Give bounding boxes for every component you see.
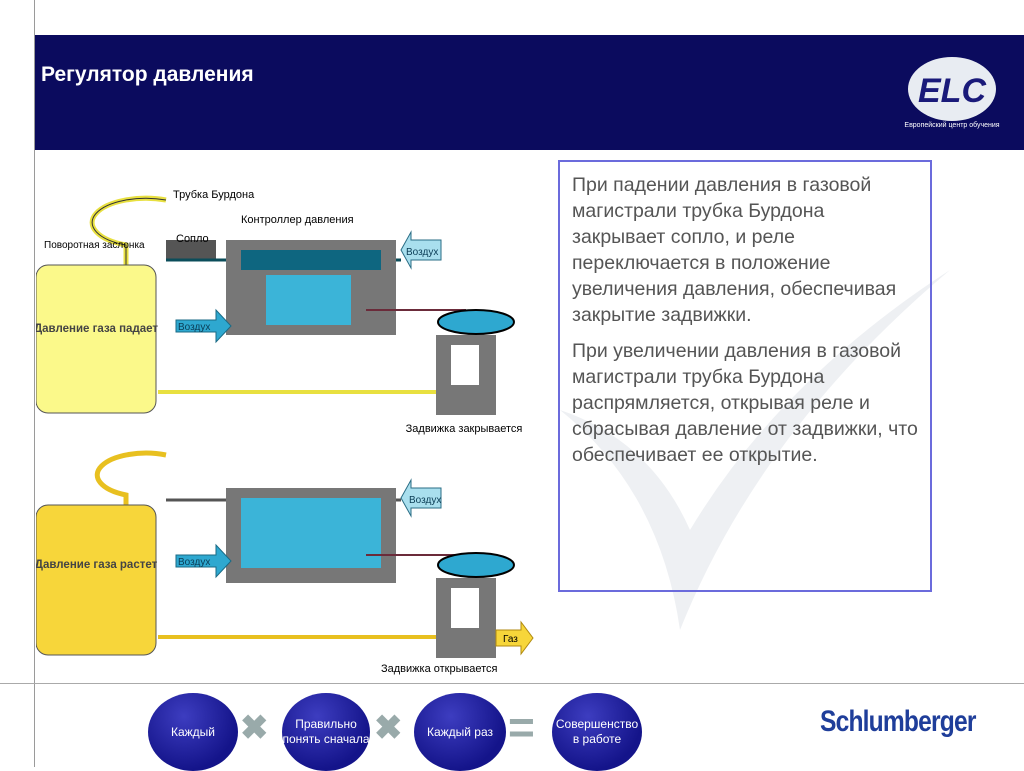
- footer-circle-excellence: Совершенство в работе: [552, 693, 642, 771]
- label-valve-opens: Задвижка открывается: [381, 663, 498, 675]
- label-air-top-right: Воздух: [406, 247, 438, 258]
- label-air-top-left: Воздух: [178, 322, 210, 333]
- diagram-bottom: [36, 450, 534, 658]
- svg-text:Европейский центр обучения: Европейский центр обучения: [904, 121, 999, 129]
- label-flapper: Поворотная заслонка: [44, 240, 145, 251]
- multiply-icon: ✖: [240, 709, 269, 747]
- label-controller: Контроллер давления: [241, 214, 354, 226]
- label-air-bottom-left: Воздух: [178, 557, 210, 568]
- label-bourdon-tube: Трубка Бурдона: [173, 189, 255, 201]
- elc-logo: ELC Европейский центр обучения: [904, 57, 1000, 129]
- label-nozzle: Сопло: [176, 233, 209, 245]
- footer-circle-understand: Правильно понять сначала: [282, 693, 370, 771]
- footer-circle-every-time: Каждый раз: [414, 693, 506, 771]
- footer-rule: [0, 683, 1024, 684]
- label-gas: Газ: [503, 634, 518, 645]
- diagram-top: [36, 195, 515, 415]
- schlumberger-logo: Schlumberger: [820, 705, 976, 738]
- explanation-box: При падении давления в газовой магистрал…: [558, 160, 932, 592]
- slide-title: Регулятор давления: [41, 63, 254, 86]
- explanation-falling-pressure: При падении давления в газовой магистрал…: [572, 174, 897, 326]
- slide-header: Регулятор давления ELC Европейский центр…: [35, 35, 1024, 150]
- footer-circle-everyone: Каждый: [148, 693, 238, 771]
- explanation-rising-pressure: При увеличении давления в газовой магист…: [572, 340, 918, 466]
- label-valve-closes: Задвижка закрывается: [406, 423, 523, 435]
- label-tank-bottom: Давление газа растет: [36, 559, 158, 571]
- label-tank-top: Давление газа падает: [36, 323, 158, 335]
- pressure-regulator-diagram: Трубка Бурдона Сопло Поворотная заслонка…: [36, 189, 534, 675]
- svg-text:ELC: ELC: [918, 72, 986, 110]
- checkmark-watermark: [560, 270, 950, 630]
- equals-icon: =: [508, 701, 535, 753]
- label-air-bottom-right: Воздух: [409, 495, 441, 506]
- multiply-icon: ✖: [374, 709, 403, 747]
- slide-left-rule: [34, 0, 35, 767]
